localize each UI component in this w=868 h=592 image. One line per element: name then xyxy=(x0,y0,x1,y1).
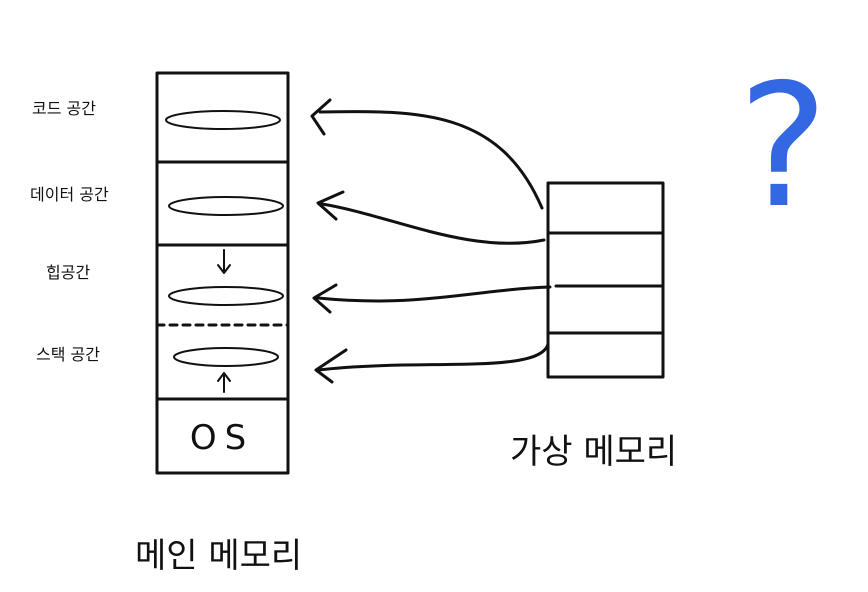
data-segment-label: 데이터 공간 xyxy=(30,185,109,204)
code-segment-label: 코드 공간 xyxy=(32,99,96,118)
code-segment-ellipse xyxy=(165,110,281,130)
heap-segment-label: 힙공간 xyxy=(46,263,90,282)
os-label: OS xyxy=(190,418,254,458)
data-segment-ellipse xyxy=(168,196,284,216)
mapping-arrow-code xyxy=(310,98,544,210)
heap-growth-arrow-icon xyxy=(217,249,231,274)
mapping-arrow-stack xyxy=(314,342,550,384)
virtual-memory-caption: 가상 메모리 xyxy=(510,432,677,472)
heap-segment-ellipse xyxy=(168,286,284,306)
question-mark-icon: ? xyxy=(738,48,828,246)
virtual-memory-box xyxy=(546,181,665,379)
main-memory-caption: 메인 메모리 xyxy=(135,536,302,576)
main-memory-box: OS xyxy=(155,71,290,475)
stack-segment-label: 스택 공간 xyxy=(36,345,100,364)
stack-growth-arrow-icon xyxy=(217,372,231,393)
stack-segment-ellipse xyxy=(173,347,279,367)
mapping-arrow-heap xyxy=(312,283,552,314)
mapping-arrow-data xyxy=(316,190,546,245)
